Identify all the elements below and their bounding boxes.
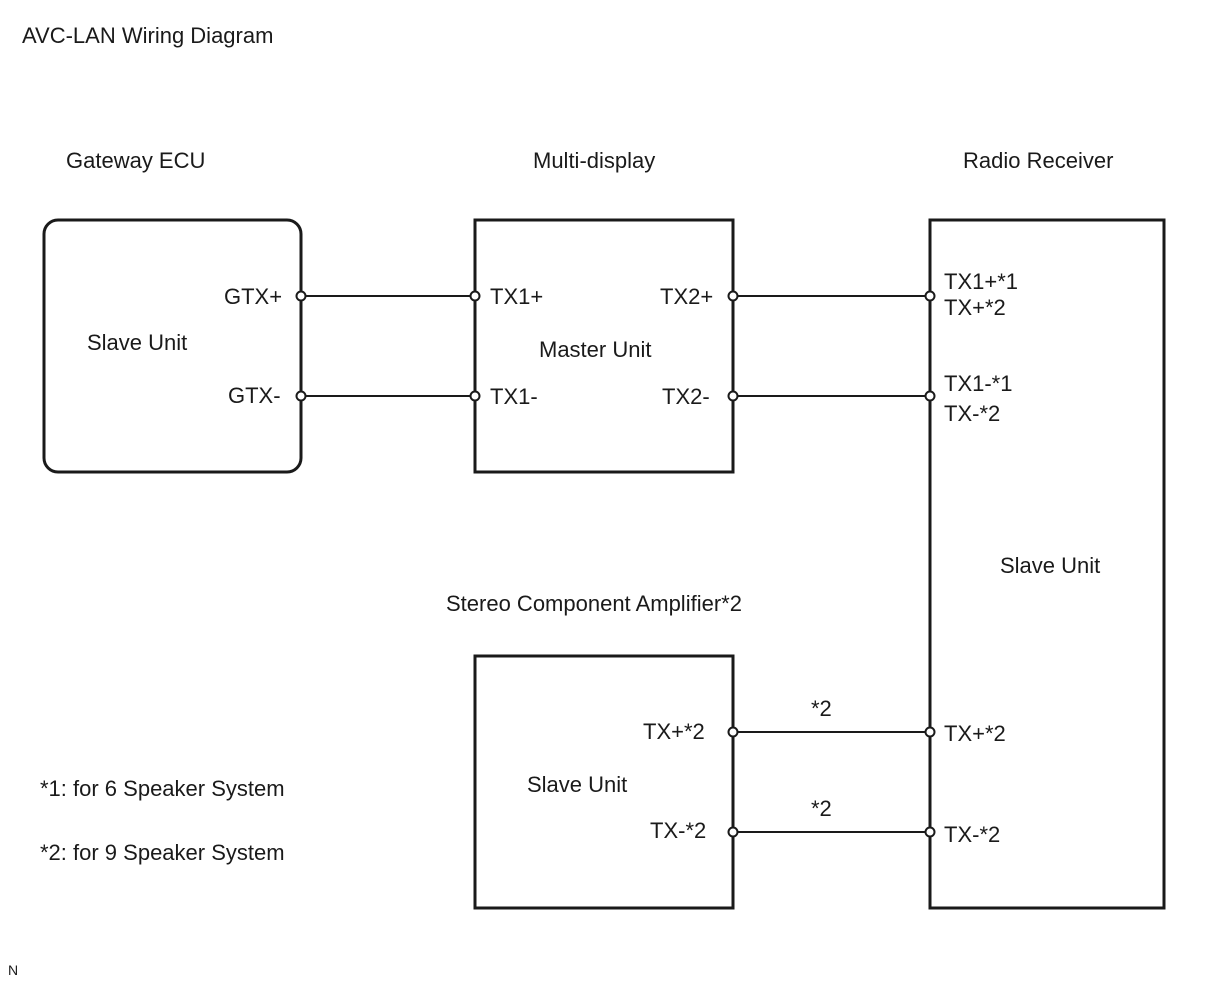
gateway-ecu-box	[42, 218, 303, 474]
terminal-tx2-minus	[727, 390, 739, 402]
footnote-2: *2: for 9 Speaker System	[40, 840, 285, 865]
wire-note-amp-minus: *2	[811, 796, 832, 821]
radio-receiver-box	[928, 218, 1166, 910]
terminal-amp-minus	[727, 826, 739, 838]
terminal-tx1-minus	[469, 390, 481, 402]
terminal-tx1-plus	[469, 290, 481, 302]
terminal-tx2-plus	[727, 290, 739, 302]
pin-radio-tx1-minus: TX1-*1	[944, 371, 1013, 396]
multi-display-unit-label: Master Unit	[539, 337, 652, 362]
radio-receiver-name: Radio Receiver	[963, 148, 1114, 173]
terminal-radio-top-minus	[924, 390, 936, 402]
pin-radio-tx-plus-top: TX+*2	[944, 295, 1006, 320]
amplifier-box	[473, 654, 735, 910]
pin-radio-tx-plus-bottom: TX+*2	[944, 721, 1006, 746]
terminal-gtx-minus	[295, 390, 307, 402]
footnote-1: *1: for 6 Speaker System	[40, 776, 285, 801]
page-title: AVC-LAN Wiring Diagram	[22, 23, 274, 48]
pin-radio-tx-minus-bottom: TX-*2	[944, 822, 1001, 847]
amplifier-unit-label: Slave Unit	[527, 772, 628, 797]
pin-radio-tx1-plus: TX1+*1	[944, 269, 1018, 294]
terminal-radio-bottom-minus	[924, 826, 936, 838]
gateway-unit-label: Slave Unit	[87, 330, 188, 355]
amplifier-name: Stereo Component Amplifier*2	[446, 591, 742, 616]
terminal-radio-top-plus	[924, 290, 936, 302]
pin-tx2-minus: TX2-	[662, 384, 710, 409]
pin-tx2-plus: TX2+	[660, 284, 714, 309]
pin-tx1-plus: TX1+	[490, 284, 544, 309]
footer-mark: N	[8, 962, 19, 978]
terminal-amp-plus	[727, 726, 739, 738]
pin-gtx-plus: GTX+	[224, 284, 283, 309]
multi-display-box	[473, 218, 735, 474]
pin-tx1-minus: TX1-	[490, 384, 538, 409]
gateway-ecu-name: Gateway ECU	[66, 148, 206, 173]
wire-note-amp-plus: *2	[811, 696, 832, 721]
terminal-radio-bottom-plus	[924, 726, 936, 738]
pin-amp-tx-minus: TX-*2	[650, 818, 707, 843]
pin-radio-tx-minus-top: TX-*2	[944, 401, 1001, 426]
multi-display-name: Multi-display	[533, 148, 656, 173]
pin-amp-tx-plus: TX+*2	[643, 719, 705, 744]
radio-unit-label: Slave Unit	[1000, 553, 1101, 578]
terminal-gtx-plus	[295, 290, 307, 302]
pin-gtx-minus: GTX-	[228, 383, 281, 408]
